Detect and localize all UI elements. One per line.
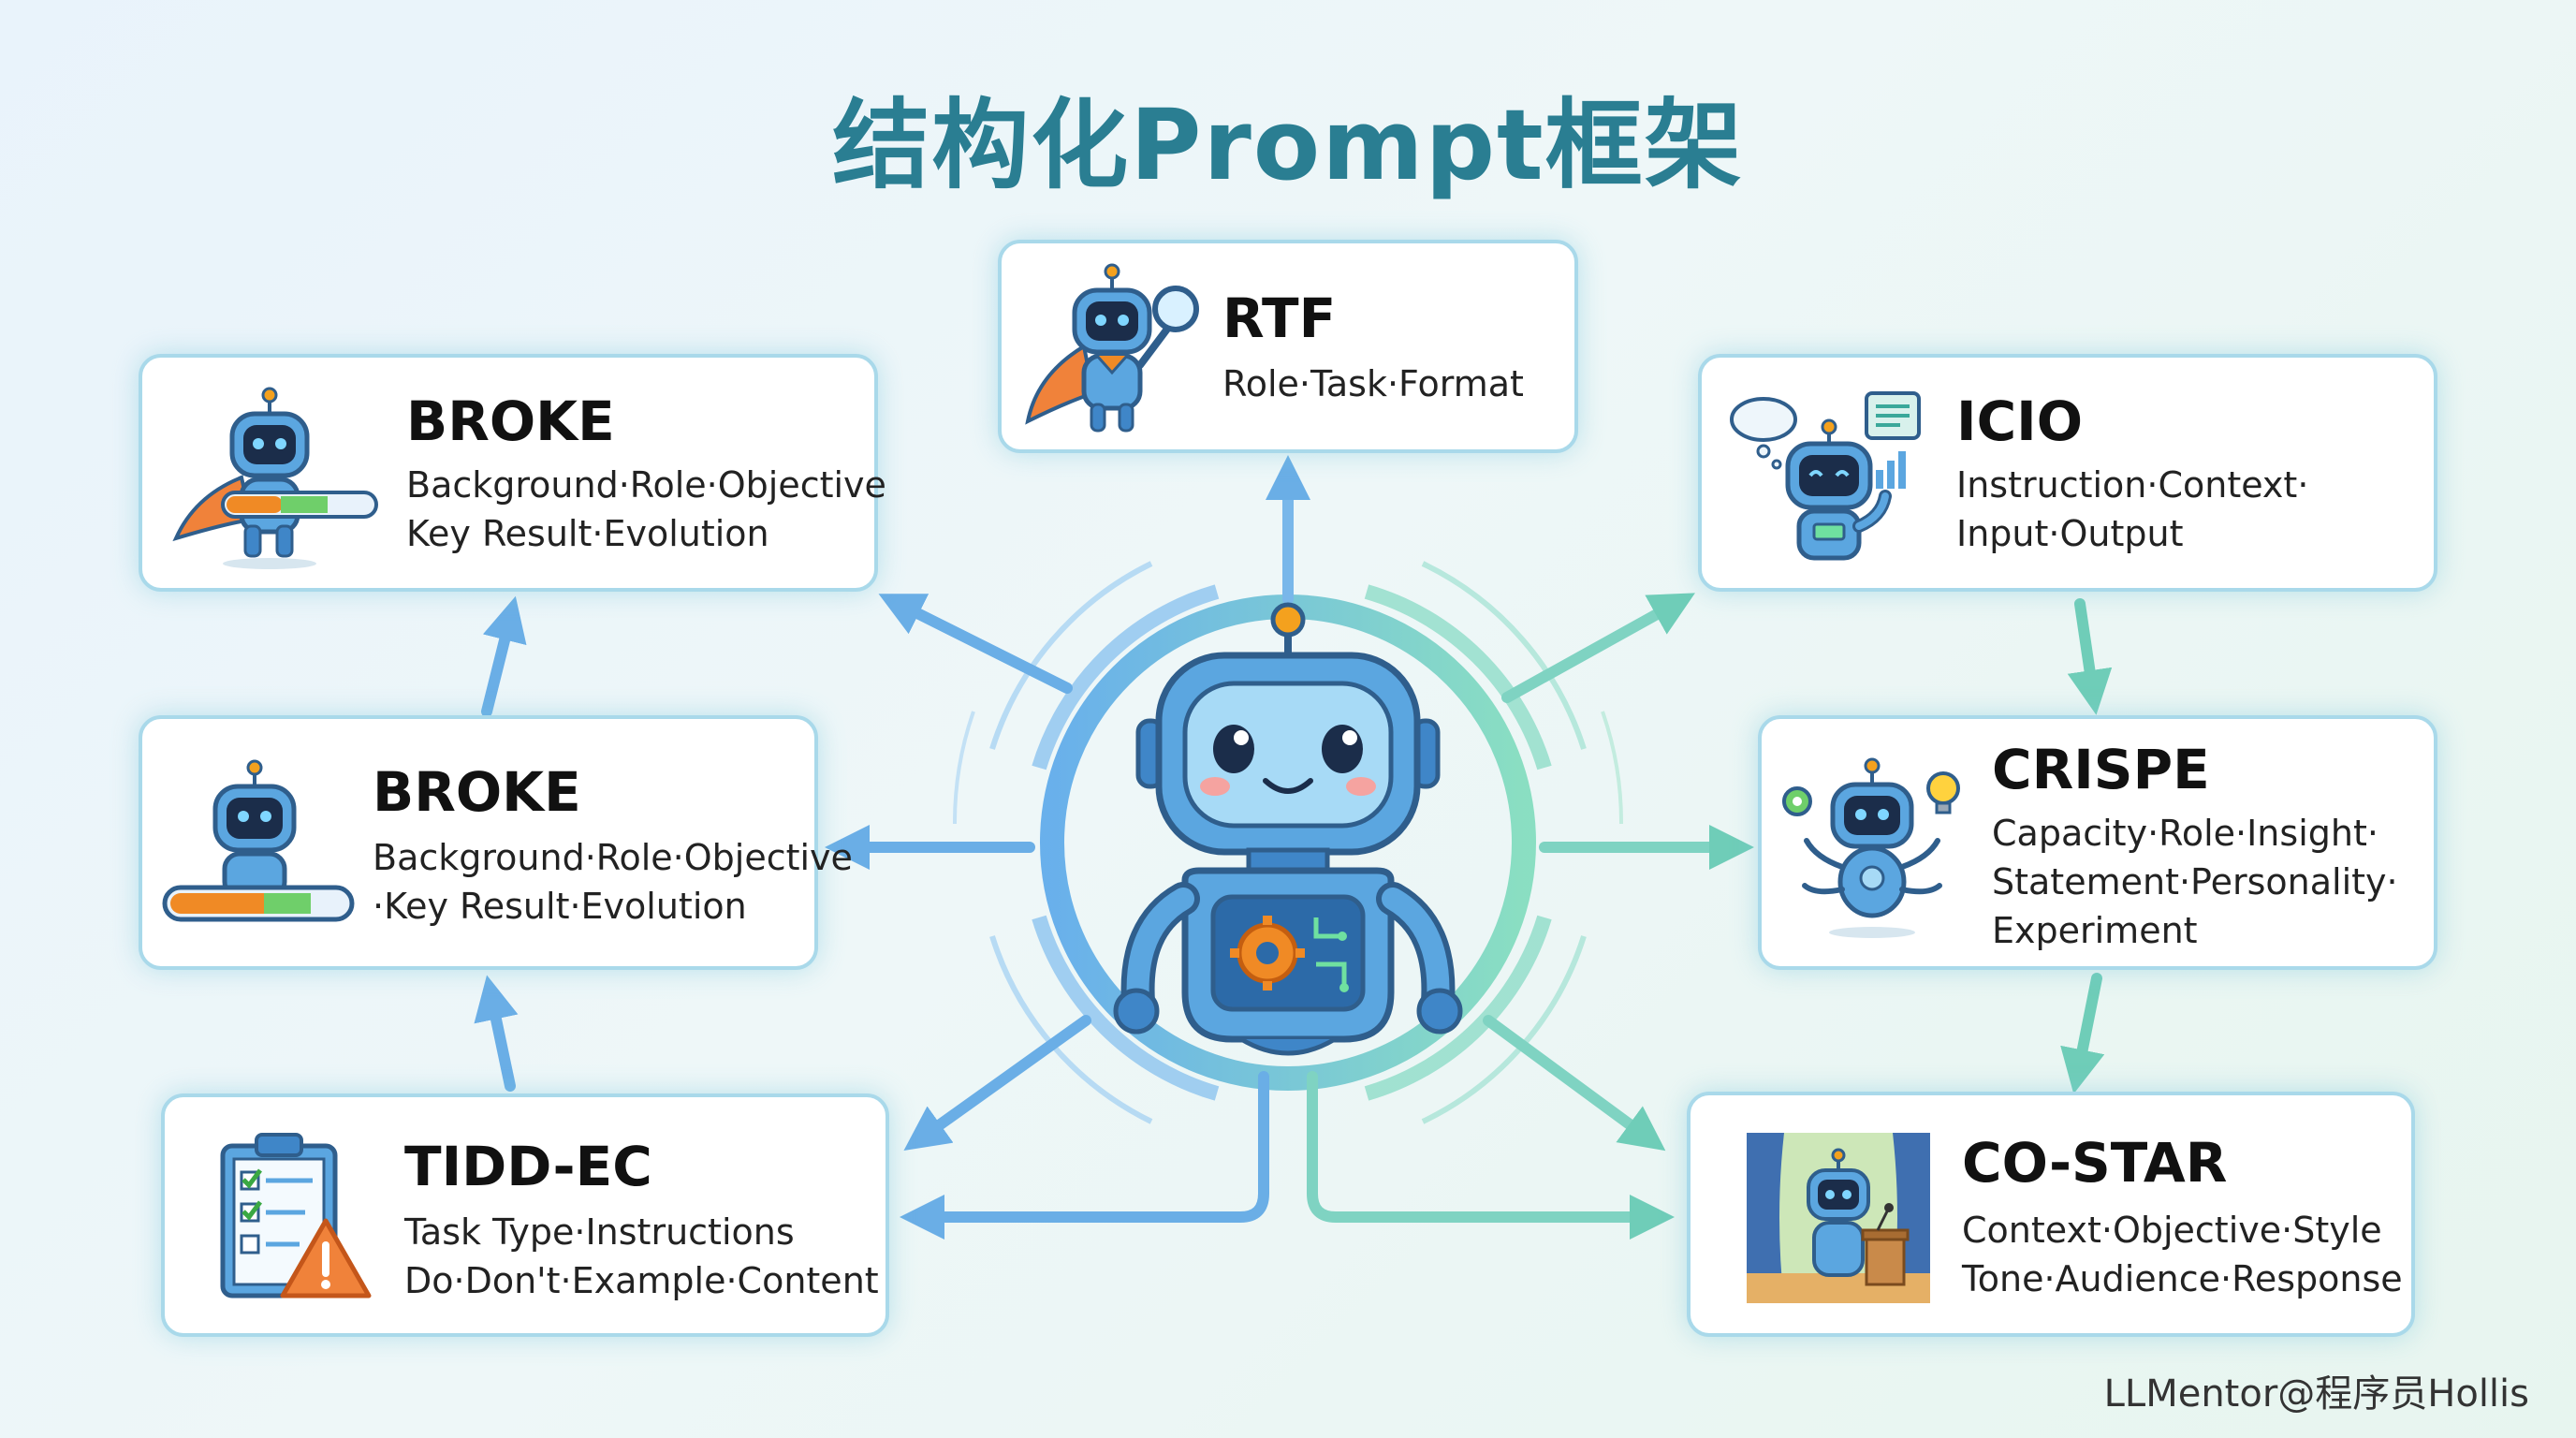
arrow-to-broke-top — [878, 594, 1073, 694]
card-icio[interactable]: ICIO Instruction·Context· Input·Output — [1698, 354, 2437, 592]
card-tidd-ec[interactable]: TIDD-EC Task Type·Instructions Do·Don't·… — [161, 1093, 889, 1337]
framework-name: CO-STAR — [1962, 1131, 2228, 1195]
framework-description: Instruction·Context· Input·Output — [1956, 461, 2308, 558]
description-line: ·Key Result·Evolution — [373, 886, 747, 927]
description-line: Input·Output — [1956, 513, 2184, 554]
description-line: Tone·Audience·Response — [1962, 1258, 2403, 1299]
checklist-clipboard-warning-icon — [220, 1133, 372, 1299]
framework-description: Background·Role·Objective Key Result·Evo… — [406, 461, 886, 558]
superhero-robot-progress-bar-icon — [172, 387, 378, 569]
description-line: Background·Role·Objective — [373, 837, 853, 878]
framework-name: BROKE — [373, 760, 581, 824]
card-broke-top[interactable]: BROKE Background·Role·Objective Key Resu… — [139, 354, 886, 592]
description-line: Background·Role·Objective — [406, 464, 886, 506]
robot-progress-bar-icon — [162, 759, 355, 922]
arrow-to-tidd-ec — [903, 1015, 1091, 1151]
framework-name: RTF — [1222, 286, 1337, 350]
framework-description: Role·Task·Format — [1222, 360, 1524, 408]
central-robot-icon — [1113, 602, 1463, 1056]
framework-description: Context·Objective·Style Tone·Audience·Re… — [1962, 1206, 2403, 1303]
arrow-broke-mid-to-broke-top — [481, 595, 527, 717]
arrows — [474, 455, 2113, 1240]
card-co-star[interactable]: CO-STAR Context·Objective·Style Tone·Aud… — [1687, 1092, 2415, 1337]
robot-chat-bubbles-icon — [1730, 391, 1921, 561]
description-line: Task Type·Instructions — [404, 1211, 795, 1253]
description-line: Experiment — [1992, 910, 2198, 951]
framework-name: BROKE — [406, 389, 615, 453]
card-broke-mid[interactable]: BROKE Background·Role·Objective ·Key Res… — [139, 715, 853, 970]
framework-name: TIDD-EC — [404, 1135, 652, 1198]
framework-name: ICIO — [1956, 389, 2084, 453]
description-line: Capacity·Role·Insight· — [1992, 813, 2378, 854]
description-line: Do·Don't·Example·Content — [404, 1260, 879, 1301]
robot-on-stage-icon — [1747, 1133, 1930, 1303]
arrow-crispe-to-co-star — [2060, 973, 2105, 1094]
watermark: LLMentor@程序员Hollis — [2103, 1372, 2529, 1416]
framework-name: CRISPE — [1992, 738, 2210, 801]
description-line: Statement·Personality· — [1992, 861, 2398, 902]
card-rtf[interactable]: RTF Role·Task·Format — [998, 240, 1578, 453]
arrow-to-co-star — [1483, 1015, 1666, 1152]
arrow-icio-to-crispe — [2067, 598, 2113, 715]
superhero-robot-magnifier-icon — [1025, 263, 1199, 433]
framework-description: Background·Role·Objective ·Key Result·Ev… — [373, 833, 853, 931]
card-crispe[interactable]: CRISPE Capacity·Role·Insight· Statement·… — [1758, 715, 2437, 970]
page-title: 结构化Prompt框架 — [832, 88, 1744, 202]
framework-description: Capacity·Role·Insight· Statement·Persona… — [1992, 809, 2398, 955]
description-line: Key Result·Evolution — [406, 513, 769, 554]
description-line: Instruction·Context· — [1956, 464, 2309, 506]
arrow-tidd-ec-to-broke-mid — [474, 975, 519, 1092]
framework-description: Task Type·Instructions Do·Don't·Example·… — [404, 1208, 879, 1305]
description-line: Context·Objective·Style — [1962, 1210, 2382, 1251]
arrow-to-co-star-lower — [1307, 1071, 1675, 1240]
arrow-to-icio — [1501, 593, 1695, 703]
arrow-to-tidd-ec-lower — [900, 1071, 1269, 1240]
multi-arm-robot-idea-icon — [1782, 757, 1960, 938]
description-line: Role·Task·Format — [1222, 363, 1524, 404]
